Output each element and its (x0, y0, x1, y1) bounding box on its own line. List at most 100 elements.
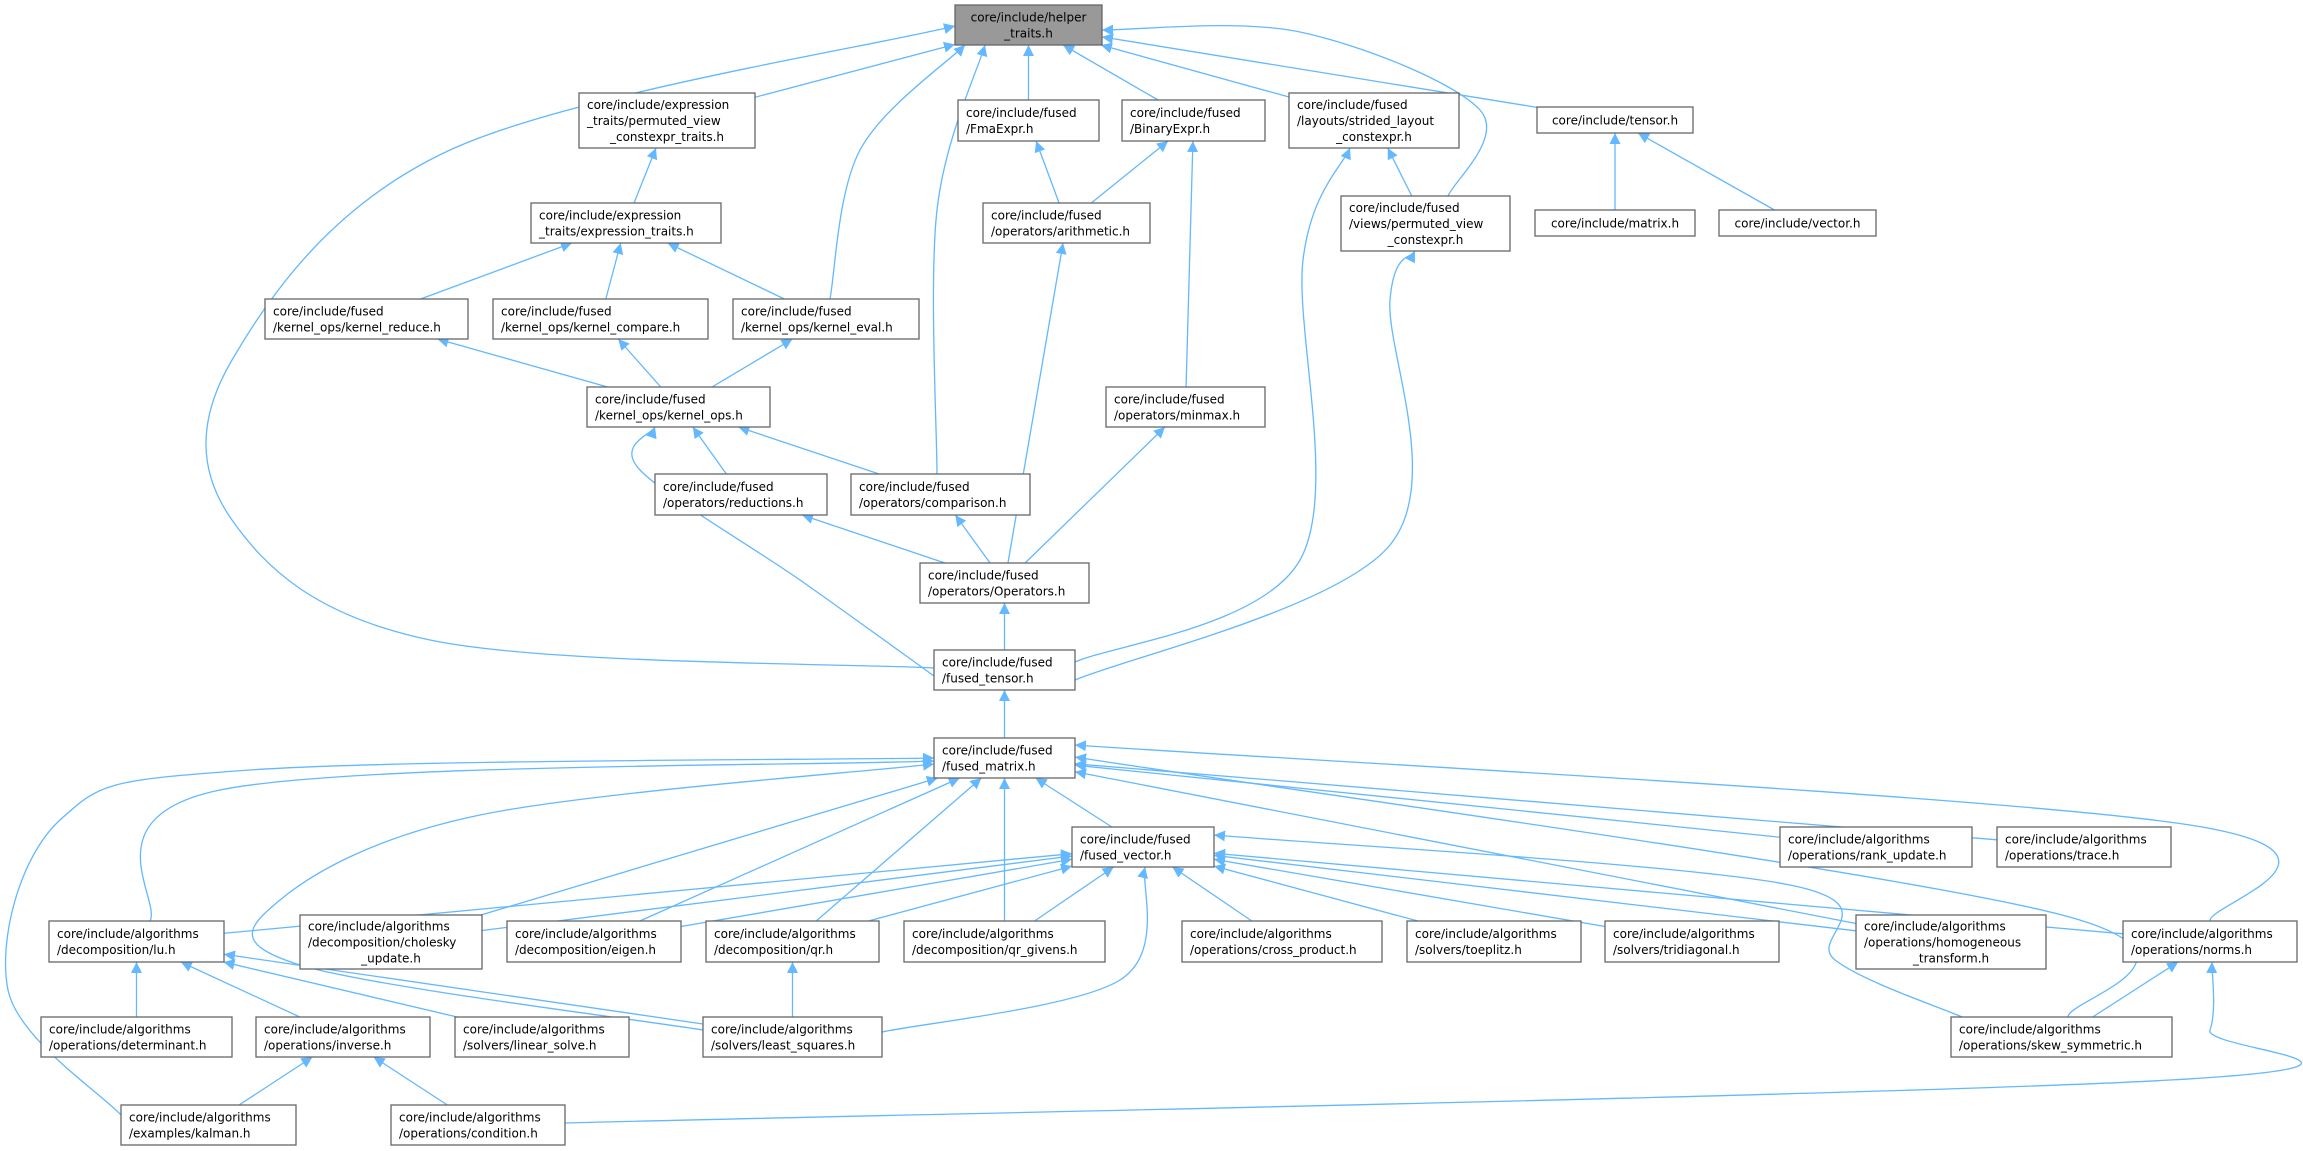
node-ru[interactable]: core/include/algorithms/operations/rank_… (1779, 826, 1973, 868)
edge-qr-to-fv (868, 863, 1073, 922)
node-lu[interactable]: core/include/algorithms/decomposition/lu… (48, 920, 225, 963)
node-qg[interactable]: core/include/algorithms/decomposition/qr… (903, 920, 1106, 963)
edge-qg-to-fv (1034, 866, 1115, 922)
node-label-line: /examples/kalman.h (129, 1127, 250, 1141)
edge-ops-to-mm (1024, 426, 1166, 564)
node-tp[interactable]: core/include/algorithms/solvers/toeplitz… (1406, 920, 1582, 963)
node-ko[interactable]: core/include/fused/kernel_ops/kernel_ops… (586, 386, 771, 428)
node-sk[interactable]: core/include/algorithms/operations/skew_… (1950, 1016, 2173, 1058)
node-label-line: core/include/fused (1080, 833, 1191, 847)
edge-ch-to-fv (481, 851, 1073, 932)
node-fma[interactable]: core/include/fused/FmaExpr.h (957, 99, 1100, 142)
node-label-line: core/include/fused (942, 744, 1053, 758)
node-qr[interactable]: core/include/algorithms/decomposition/qr… (705, 920, 880, 963)
node-label-line: core/include/algorithms (2005, 833, 2147, 847)
node-tr[interactable]: core/include/algorithms/operations/trace… (1996, 826, 2172, 868)
node-cmp[interactable]: core/include/fused/operators/comparison.… (850, 473, 1031, 516)
node-box (1534, 209, 1696, 237)
node-et[interactable]: core/include/expression_traits/expressio… (530, 202, 722, 244)
edge-co-to-no (564, 961, 2302, 1124)
node-label-line: core/include/algorithms (714, 927, 856, 941)
node-h[interactable]: core/include/helper_traits.h (954, 4, 1103, 46)
node-pvt[interactable]: core/include/expression_traits/permuted_… (578, 92, 756, 149)
node-str[interactable]: core/include/fused/layouts/strided_layou… (1288, 92, 1460, 149)
node-box (1071, 826, 1215, 868)
node-no[interactable]: core/include/algorithms/operations/norms… (2122, 920, 2298, 963)
node-label-line: /fused_vector.h (1080, 849, 1172, 863)
node-de[interactable]: core/include/algorithms/operations/deter… (40, 1016, 233, 1058)
node-label-line: core/include/fused (1349, 201, 1460, 215)
node-label-line: /operators/Operators.h (928, 585, 1065, 599)
node-label-line: core/include/fused (741, 305, 852, 319)
node-ls[interactable]: core/include/algorithms/solvers/linear_s… (454, 1016, 630, 1058)
node-vpv[interactable]: core/include/fused/views/permuted_view_c… (1340, 195, 1511, 252)
node-label-line: /layouts/strided_layout (1297, 114, 1434, 128)
node-bin[interactable]: core/include/fused/BinaryExpr.h (1121, 99, 1266, 142)
node-vec[interactable]: core/include/vector.h (1718, 209, 1877, 237)
node-box (933, 737, 1076, 779)
node-ht[interactable]: core/include/algorithms/operations/homog… (1855, 914, 2047, 970)
edge-ari-to-bin (1090, 140, 1169, 204)
node-label-line: /fused_tensor.h (942, 672, 1034, 686)
node-mat[interactable]: core/include/matrix.h (1534, 209, 1696, 237)
edge-ko-to-kr (437, 336, 608, 388)
node-label-line: /solvers/toeplitz.h (1415, 943, 1522, 957)
node-fv[interactable]: core/include/fused/fused_vector.h (1071, 826, 1215, 868)
node-in[interactable]: core/include/algorithms/operations/inver… (255, 1016, 431, 1058)
node-lsq[interactable]: core/include/algorithms/solvers/least_sq… (702, 1016, 883, 1058)
node-box (1604, 920, 1780, 963)
edge-pvt-to-h (754, 41, 956, 98)
node-ch[interactable]: core/include/algorithms/decomposition/ch… (299, 914, 483, 970)
node-label-line: core/include/tensor.h (1552, 114, 1678, 128)
node-kc[interactable]: core/include/fused/kernel_ops/kernel_com… (492, 298, 709, 340)
node-label-line: core/include/algorithms (912, 927, 1054, 941)
node-ten[interactable]: core/include/tensor.h (1536, 106, 1694, 134)
node-label-line: core/include/algorithms (1613, 927, 1755, 941)
node-cp[interactable]: core/include/algorithms/operations/cross… (1181, 920, 1383, 963)
node-label-line: core/include/algorithms (57, 927, 199, 941)
node-box (919, 562, 1090, 604)
node-ei[interactable]: core/include/algorithms/decomposition/ei… (506, 920, 682, 963)
node-ka[interactable]: core/include/algorithms/examples/kalman.… (120, 1104, 297, 1146)
node-mm[interactable]: core/include/fused/operators/minmax.h (1105, 386, 1266, 428)
edge-ru-to-fm (1074, 760, 1781, 838)
edge-ht-to-fv (1213, 851, 1857, 932)
node-box (850, 473, 1031, 516)
node-label-line: /decomposition/qr_givens.h (912, 943, 1078, 957)
node-label-line: /operations/homogeneous (1864, 936, 2021, 950)
node-kr[interactable]: core/include/fused/kernel_ops/kernel_red… (264, 298, 469, 340)
edge-vec-to-ten (1637, 132, 1775, 211)
edge-ft-to-str (1074, 147, 1351, 663)
node-label-line: /BinaryExpr.h (1130, 122, 1210, 136)
node-label-line: /FmaExpr.h (966, 122, 1034, 136)
node-label-line: _transform.h (1912, 952, 1989, 966)
node-box (506, 920, 682, 963)
node-label-line: core/include/algorithms (1415, 927, 1557, 941)
edge-ft-to-ko (631, 426, 935, 677)
edge-sk-to-fm (1074, 753, 2138, 1018)
edge-sk-to-fv (1213, 830, 1963, 1018)
node-label-line: core/include/algorithms (49, 1023, 191, 1037)
node-box (933, 649, 1076, 691)
edge-kc-to-et (605, 242, 624, 300)
node-box (120, 1104, 297, 1146)
node-fm[interactable]: core/include/fused/fused_matrix.h (933, 737, 1076, 779)
node-box (1121, 99, 1266, 142)
node-ft[interactable]: core/include/fused/fused_tensor.h (933, 649, 1076, 691)
node-ops[interactable]: core/include/fused/operators/Operators.h (919, 562, 1090, 604)
edge-ten-to-h (1101, 33, 1538, 109)
node-box (957, 99, 1100, 142)
node-box (705, 920, 880, 963)
node-label-line: /kernel_ops/kernel_compare.h (501, 321, 680, 335)
node-box (1181, 920, 1383, 963)
node-label-line: core/include/fused (1297, 98, 1408, 112)
node-co[interactable]: core/include/algorithms/operations/condi… (390, 1104, 566, 1146)
node-td[interactable]: core/include/algorithms/solvers/tridiago… (1604, 920, 1780, 963)
node-label-line: /views/permuted_view (1349, 217, 1484, 231)
node-box (492, 298, 709, 340)
node-box (578, 92, 756, 149)
node-label-line: core/include/fused (595, 393, 706, 407)
node-ari[interactable]: core/include/fused/operators/arithmetic.… (982, 202, 1151, 244)
node-red[interactable]: core/include/fused/operators/reductions.… (654, 473, 828, 516)
node-ke[interactable]: core/include/fused/kernel_ops/kernel_eva… (732, 298, 920, 340)
